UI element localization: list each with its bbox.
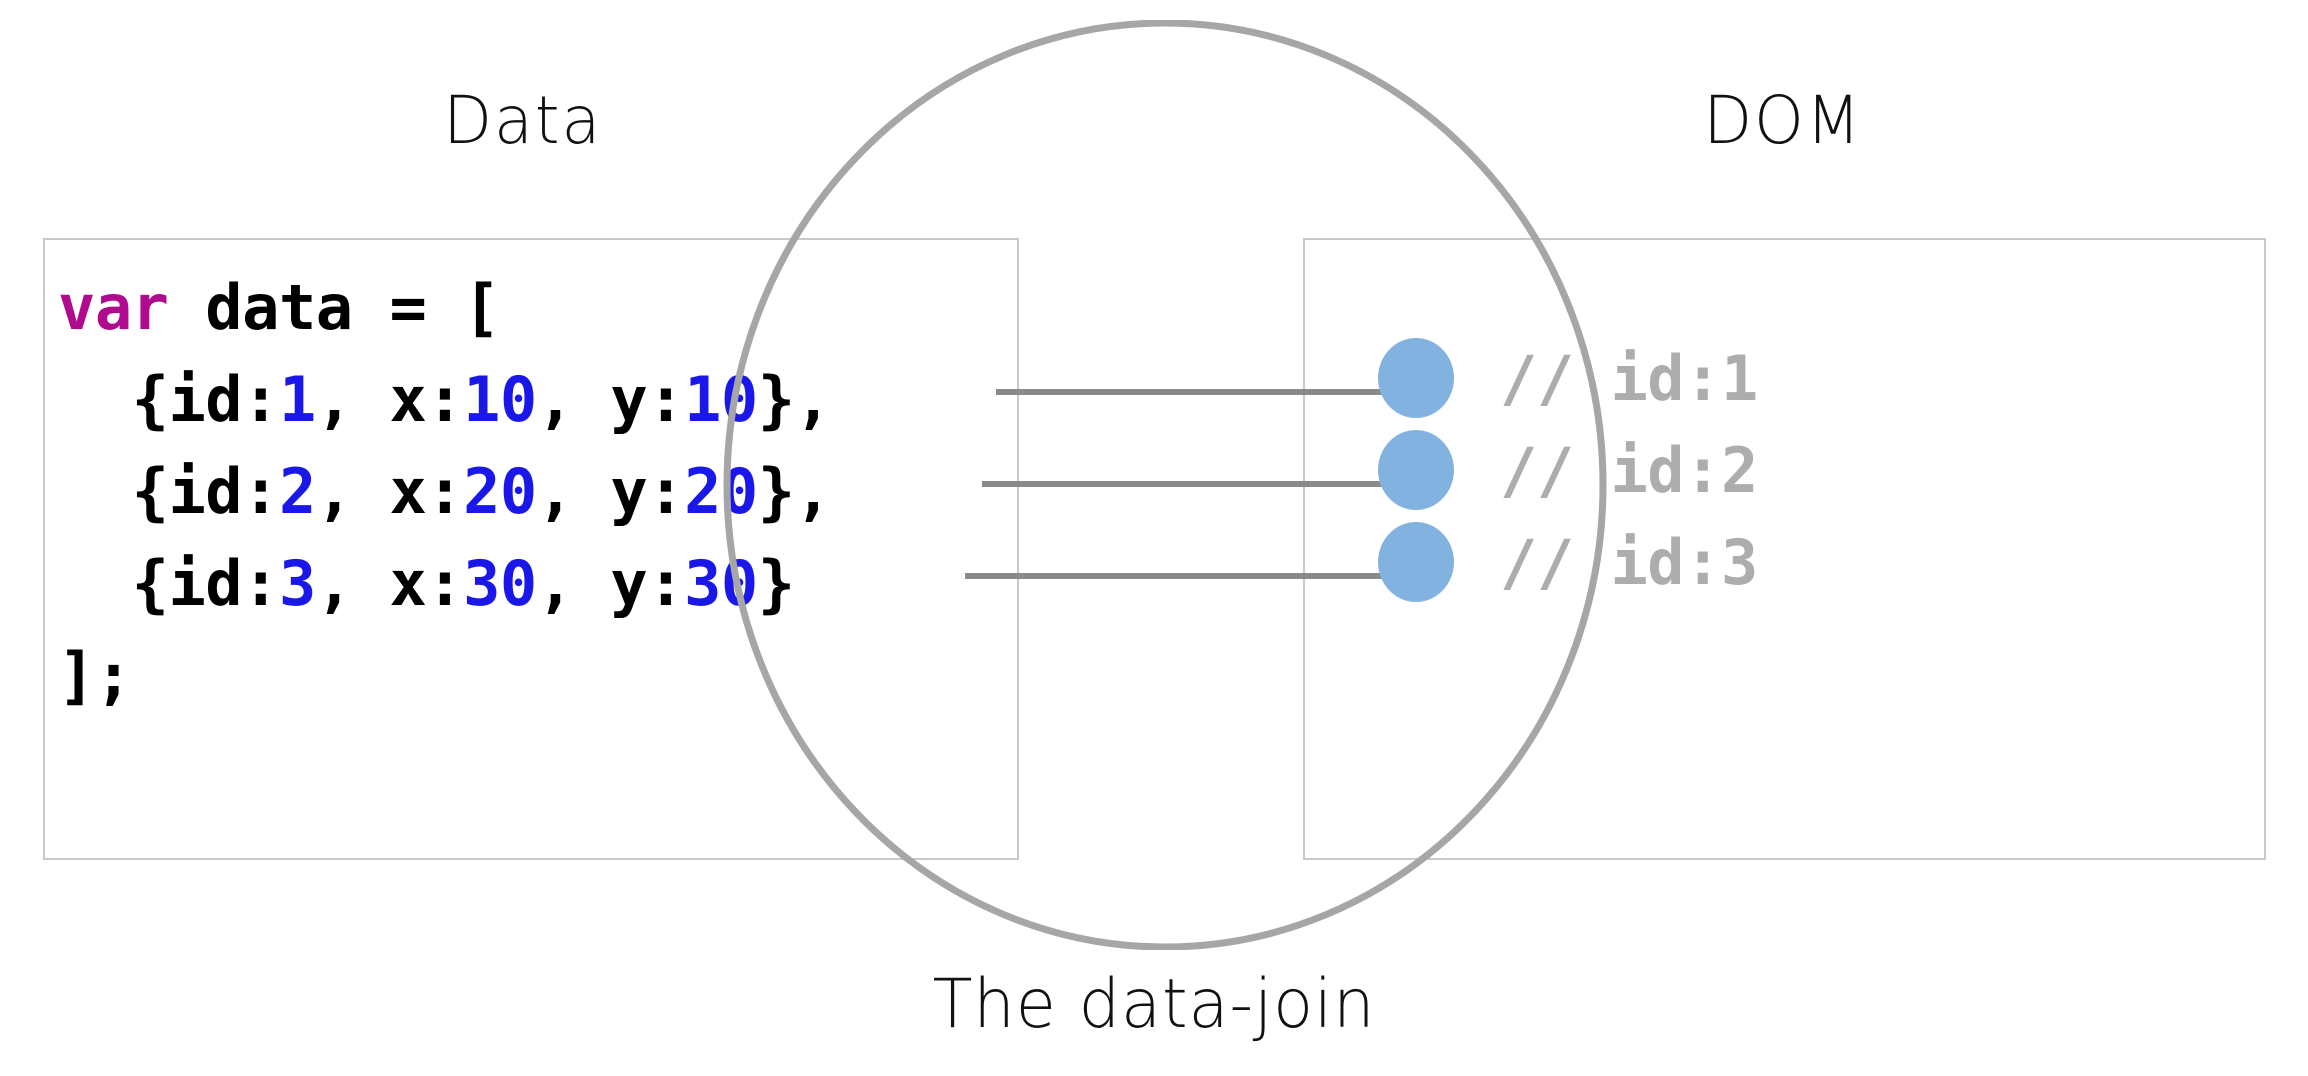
dom-section-title: DOM bbox=[1703, 82, 1863, 159]
code-line-1-post: }, bbox=[757, 363, 832, 436]
code-line-2-mid-b: , y: bbox=[536, 455, 685, 528]
code-line-3-pre: {id: bbox=[58, 547, 280, 620]
dom-node-circle-icon-3 bbox=[1378, 522, 1454, 602]
dom-node-row-2: // id:2 bbox=[1378, 424, 1758, 516]
join-connector-line-1 bbox=[996, 389, 1388, 395]
code-line-3-x: 30 bbox=[463, 547, 537, 620]
dom-node-comment-1: // id:1 bbox=[1500, 341, 1758, 415]
diagram-caption: The data-join bbox=[932, 965, 1376, 1044]
code-line-3-post: } bbox=[757, 547, 795, 620]
code-line-1-x: 10 bbox=[463, 363, 537, 436]
code-line-1-mid-a: , x: bbox=[315, 363, 464, 436]
dom-node-circle-icon-1 bbox=[1378, 338, 1454, 418]
code-line-3-mid-a: , x: bbox=[315, 547, 464, 620]
code-line-2-y: 20 bbox=[684, 455, 758, 528]
code-line-0-rest: data = [ bbox=[168, 271, 500, 344]
code-line-2-pre: {id: bbox=[58, 455, 280, 528]
data-code-block: var data = [ {id:1, x:10, y:10}, {id:2, … bbox=[58, 262, 832, 722]
code-line-2-mid-a: , x: bbox=[315, 455, 464, 528]
join-connector-line-3 bbox=[965, 573, 1388, 579]
dom-node-comment-3: // id:3 bbox=[1500, 525, 1758, 599]
dom-node-row-1: // id:1 bbox=[1378, 332, 1758, 424]
code-line-3-mid-b: , y: bbox=[536, 547, 685, 620]
dom-node-row-3: // id:3 bbox=[1378, 516, 1758, 608]
code-line-3-id: 3 bbox=[278, 547, 316, 620]
code-line-4: ]; bbox=[58, 639, 132, 712]
code-line-1-id: 1 bbox=[278, 363, 316, 436]
code-line-1-y: 10 bbox=[684, 363, 758, 436]
code-keyword-var: var bbox=[58, 271, 169, 344]
join-connector-line-2 bbox=[982, 481, 1388, 487]
dom-node-comment-2: // id:2 bbox=[1500, 433, 1758, 507]
code-line-2-x: 20 bbox=[463, 455, 537, 528]
code-line-2-post: }, bbox=[757, 455, 832, 528]
code-line-2-id: 2 bbox=[278, 455, 316, 528]
code-line-1-pre: {id: bbox=[58, 363, 280, 436]
dom-node-circle-icon-2 bbox=[1378, 430, 1454, 510]
code-line-3-y: 30 bbox=[684, 547, 758, 620]
data-section-title: Data bbox=[443, 82, 603, 159]
code-line-1-mid-b: , y: bbox=[536, 363, 685, 436]
